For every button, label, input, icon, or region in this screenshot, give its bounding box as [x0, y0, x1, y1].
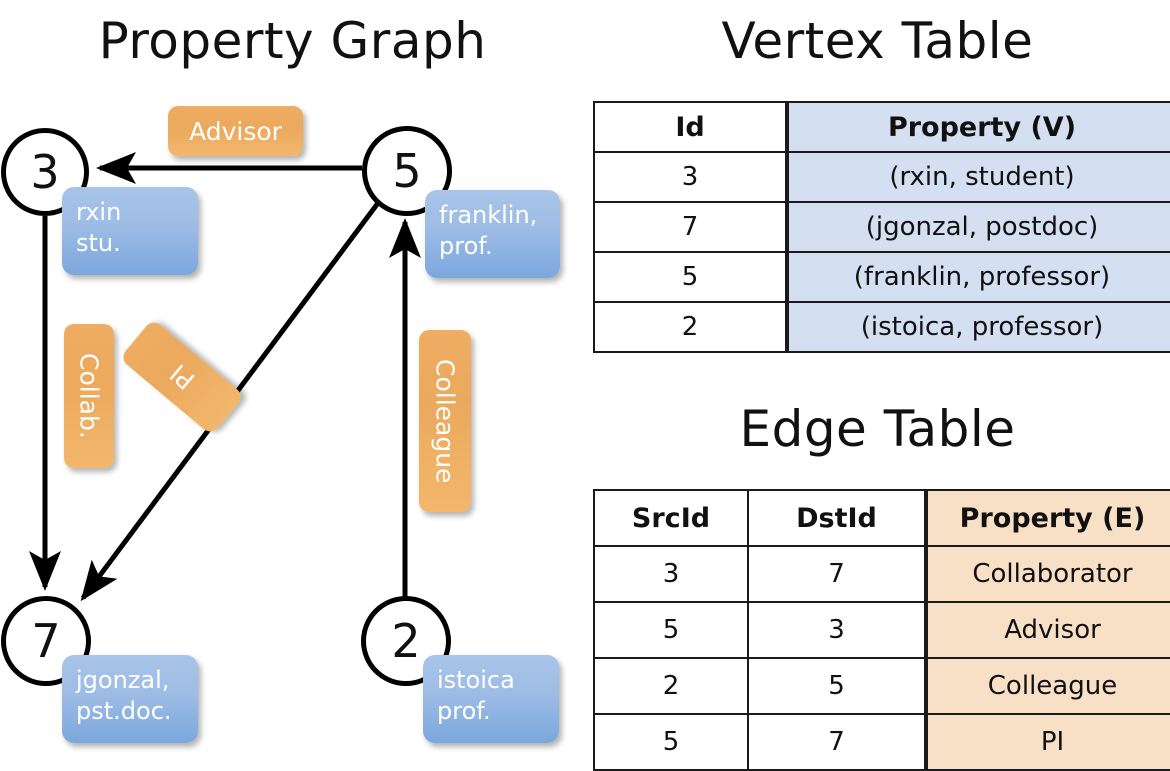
vertex-row-0-id: 3: [593, 151, 789, 203]
node-2-property-line-2: prof.: [437, 696, 491, 725]
edge-row-0-property: Collaborator: [924, 545, 1170, 603]
node-5-property-line-2: prof.: [439, 231, 493, 260]
table-row[interactable]: 5 (franklin, professor): [593, 251, 1170, 303]
table-row[interactable]: 2 5 Colleague: [593, 657, 1170, 715]
edge-label-advisor-text: Advisor: [189, 116, 282, 146]
edge-row-3-src: 5: [593, 713, 749, 771]
edge-row-1-src: 5: [593, 601, 749, 659]
edge-row-0-dst: 7: [747, 545, 928, 603]
edge-table: SrcId DstId Property (E) 3 7 Collaborato…: [593, 489, 1170, 771]
vertex-table-header-row: Id Property (V): [593, 101, 1170, 153]
node-3-property-line-2: stu.: [76, 228, 121, 257]
edge-row-1-property: Advisor: [924, 601, 1170, 659]
graph-node-5[interactable]: 5: [362, 126, 452, 216]
node-7-property-line-1: jgonzal,: [76, 666, 170, 694]
graph-node-2-label: 2: [391, 614, 421, 668]
vertex-row-0-property: (rxin, student): [785, 151, 1170, 203]
table-row[interactable]: 2 (istoica, professor): [593, 301, 1170, 353]
vertex-row-3-id: 2: [593, 301, 789, 353]
edge-table-header-dstid: DstId: [747, 489, 928, 547]
edge-label-collab[interactable]: Collab.: [64, 324, 114, 468]
graph-node-7-label: 7: [31, 614, 61, 668]
edge-table-header-row: SrcId DstId Property (E): [593, 489, 1170, 547]
node-5-property-box[interactable]: franklin, prof.: [425, 190, 560, 278]
vertex-row-1-id: 7: [593, 201, 789, 253]
vertex-table: Id Property (V) 3 (rxin, student) 7 (jgo…: [593, 101, 1170, 353]
graph-node-2[interactable]: 2: [361, 596, 451, 686]
node-2-property-box[interactable]: istoica prof.: [423, 655, 559, 743]
vertex-row-3-property: (istoica, professor): [785, 301, 1170, 353]
vertex-row-2-property: (franklin, professor): [785, 251, 1170, 303]
node-7-property-line-2: pst.doc.: [76, 696, 172, 725]
table-row[interactable]: 5 7 PI: [593, 713, 1170, 771]
vertex-row-1-property: (jgonzal, postdoc): [785, 201, 1170, 253]
node-5-property-line-1: franklin,: [439, 201, 538, 229]
edge-row-2-src: 2: [593, 657, 749, 715]
edge-row-3-property: PI: [924, 713, 1170, 771]
vertex-row-2-id: 5: [593, 251, 789, 303]
node-3-property-line-1: rxin: [76, 198, 122, 226]
edge-label-pi-text: PI: [164, 358, 200, 396]
graph-node-3-label: 3: [30, 145, 60, 199]
node-7-property-box[interactable]: jgonzal, pst.doc.: [62, 655, 198, 743]
vertex-table-title: Vertex Table: [721, 12, 1034, 70]
edge-label-colleague-text: Colleague: [430, 358, 460, 484]
edge-row-0-src: 3: [593, 545, 749, 603]
edge-table-title: Edge Table: [739, 400, 1016, 458]
table-row[interactable]: 3 (rxin, student): [593, 151, 1170, 203]
edge-table-header-property: Property (E): [924, 489, 1170, 547]
edge-row-2-dst: 5: [747, 657, 928, 715]
property-graph-title: Property Graph: [98, 12, 487, 70]
vertex-table-header-id: Id: [593, 101, 789, 153]
edge-label-colleague[interactable]: Colleague: [419, 330, 471, 512]
edge-row-2-property: Colleague: [924, 657, 1170, 715]
vertex-table-header-property: Property (V): [785, 101, 1170, 153]
table-row[interactable]: 5 3 Advisor: [593, 601, 1170, 659]
node-3-property-box[interactable]: rxin stu.: [62, 187, 198, 275]
edge-row-1-dst: 3: [747, 601, 928, 659]
edge-label-advisor[interactable]: Advisor: [168, 106, 303, 156]
table-row[interactable]: 3 7 Collaborator: [593, 545, 1170, 603]
property-graph-panel: 3 5 7 2 rxin stu. franklin, prof. jgonza…: [0, 0, 585, 760]
edge-row-3-dst: 7: [747, 713, 928, 771]
node-2-property-line-1: istoica: [437, 666, 515, 694]
graph-node-5-label: 5: [392, 144, 422, 198]
edge-label-collab-text: Collab.: [74, 353, 104, 439]
edge-table-header-srcid: SrcId: [593, 489, 749, 547]
table-row[interactable]: 7 (jgonzal, postdoc): [593, 201, 1170, 253]
